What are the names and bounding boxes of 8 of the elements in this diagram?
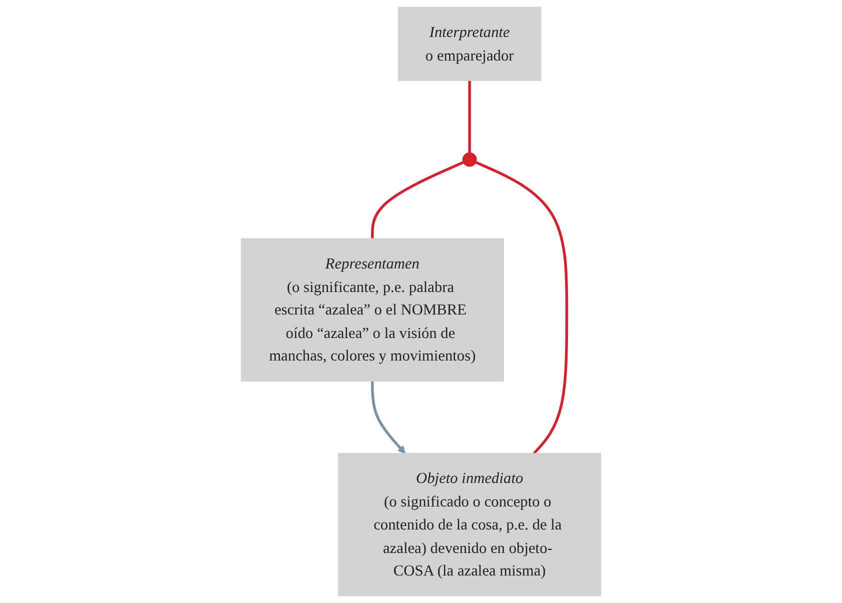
- node-box: Interpretante o emparejador: [398, 6, 542, 81]
- node-box: Objeto inmediato (o significado o concepto o contenido de la cosa, p.e. de la azalea) devenido en objeto- COSA (la azalea misma): [338, 452, 602, 596]
- connector: [371, 161, 464, 239]
- node-box: Representamen (o significante, p.e. palabra escrita “azalea” o el NOMBRE oído “azalea” o la visión de manchas, colores y movimientos): [240, 238, 504, 382]
- arrow: [371, 381, 406, 454]
- connector: [475, 161, 568, 454]
- node-star: [462, 152, 477, 167]
- connector: [468, 80, 471, 153]
